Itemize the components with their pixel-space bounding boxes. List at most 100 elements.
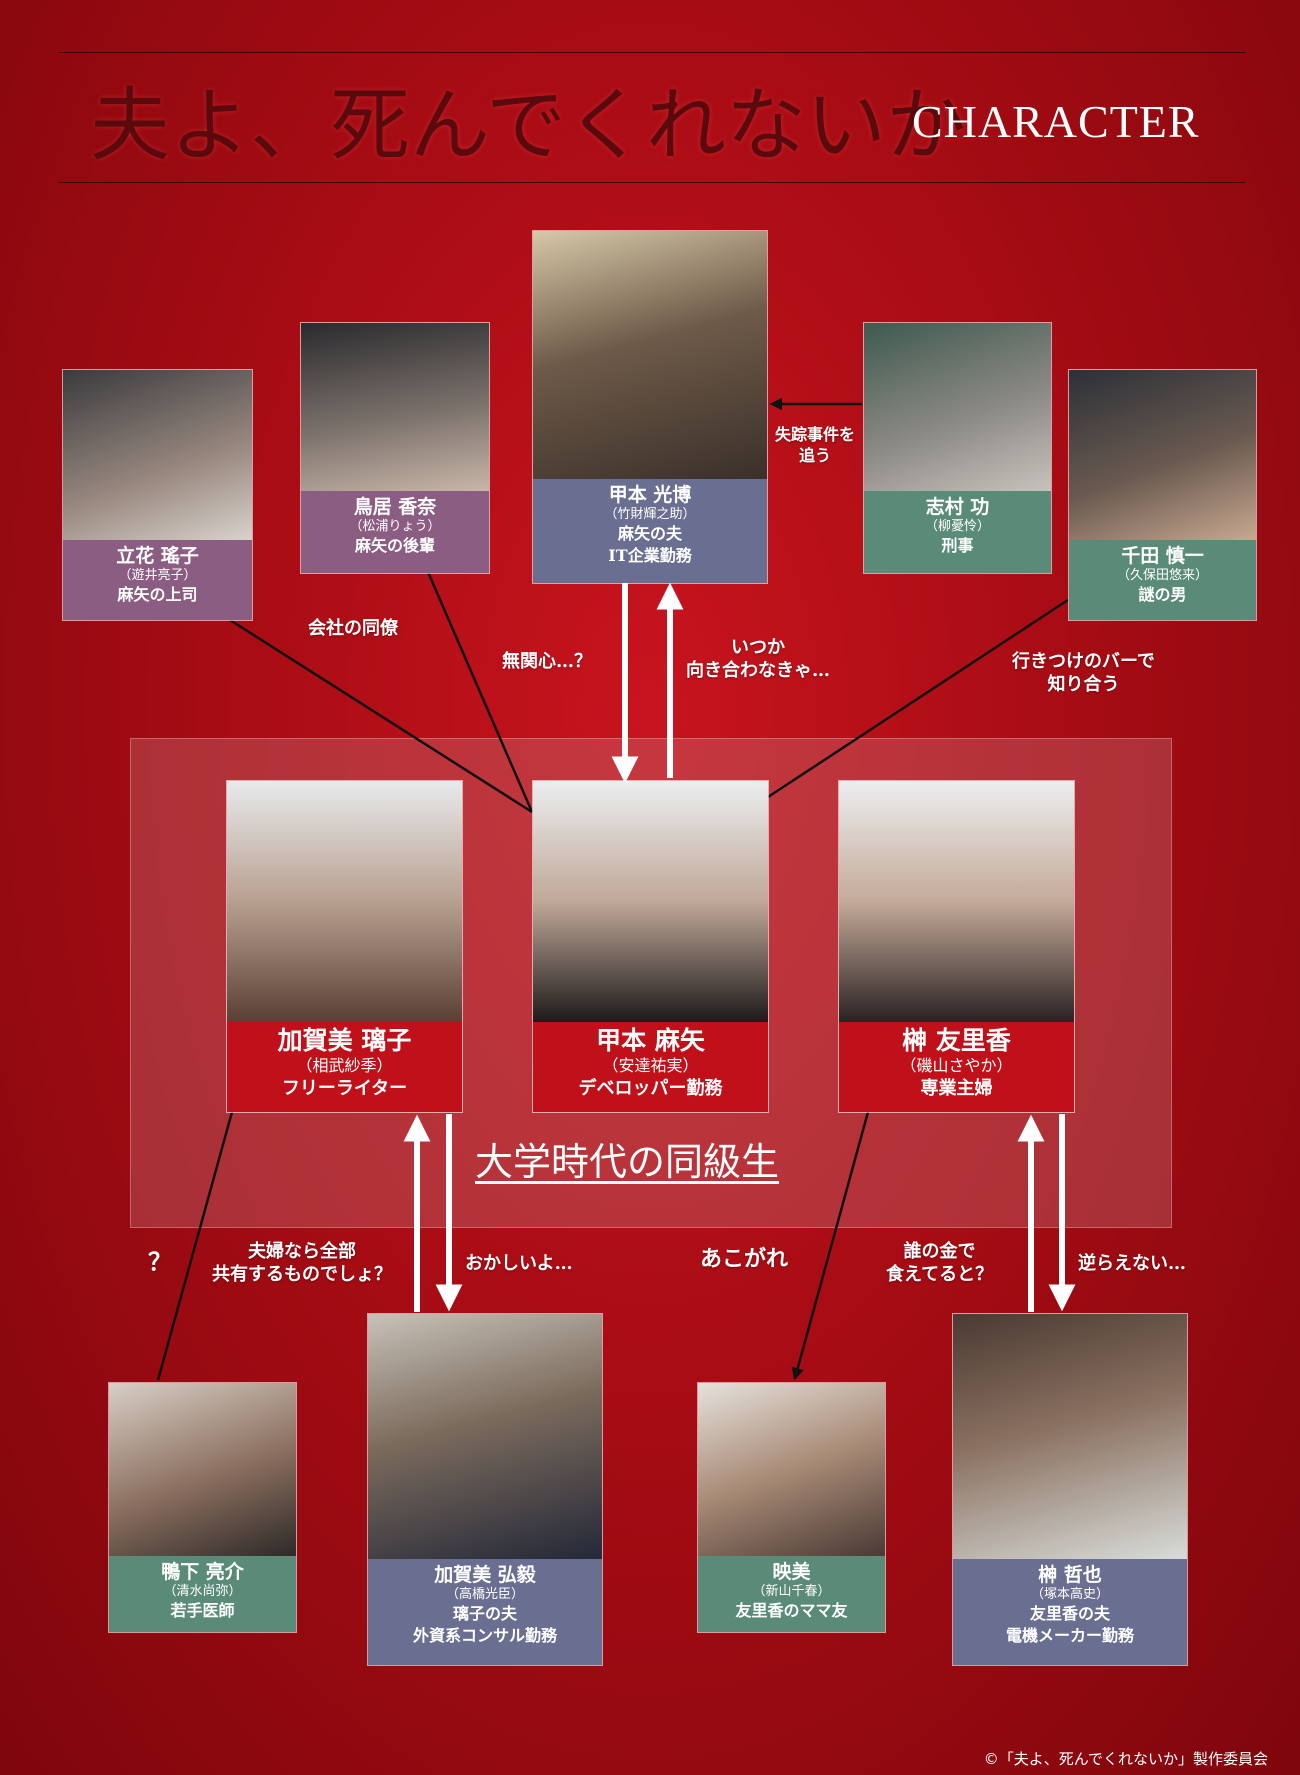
- rel-itsuka-line1: いつか: [731, 637, 785, 658]
- photo-shimura: [864, 323, 1051, 491]
- rel-shissou: 失踪事件を 追う: [775, 424, 855, 466]
- photo-torii: [301, 323, 489, 491]
- rel-shissou-line2: 追う: [799, 446, 832, 465]
- caption-sakaki-tetsuya: 榊 哲也 （塚本高史） 友里香の夫 電機メーカー勤務: [953, 1559, 1187, 1665]
- card-emi: 映美 （新山千春） 友里香のママ友: [697, 1382, 886, 1633]
- role-tachibana: 麻矢の上司: [117, 585, 198, 604]
- card-tachibana: 立花 瑤子 （遊井亮子） 麻矢の上司: [62, 369, 253, 621]
- rel-dare-line1: 誰の金で: [903, 1241, 976, 1262]
- rel-company-colleague: 会社の同僚: [308, 618, 398, 639]
- name-sakaki-tetsuya: 榊 哲也: [1038, 1564, 1102, 1586]
- name-kohmoto-maya: 甲本 麻矢: [596, 1026, 705, 1055]
- photo-sakaki-tetsuya: [953, 1314, 1187, 1559]
- card-sakaki-yurika: 榊 友里香 （磯山さやか） 専業主婦: [838, 780, 1075, 1113]
- name-kamoshita: 鴨下 亮介: [161, 1561, 244, 1583]
- top-divider: [59, 52, 1245, 53]
- actor-kamoshita: （清水尚弥）: [163, 1584, 242, 1599]
- rel-shissou-line1: 失踪事件を: [775, 425, 856, 444]
- rel-bar-line2: 知り合う: [1047, 674, 1120, 695]
- caption-kagami-ruiko: 加賀美 璃子 （相武紗季） フリーライター: [227, 1022, 462, 1112]
- photo-senda: [1069, 370, 1256, 540]
- caption-emi: 映美 （新山千春） 友里香のママ友: [698, 1556, 885, 1632]
- classmates-group-label: 大学時代の同級生: [475, 1140, 780, 1184]
- rel-bar-line1: 行きつけのバーで: [1012, 651, 1155, 672]
- page-subtitle: CHARACTER: [912, 96, 1200, 147]
- caption-senda: 千田 慎一 （久保田悠来） 謎の男: [1069, 540, 1256, 620]
- actor-kohmoto-maya: （安達祐実）: [602, 1056, 699, 1075]
- line-tachibana-maya: [229, 618, 533, 814]
- rel-dare-line2: 食えてると？: [886, 1264, 994, 1285]
- card-kohmoto-maya: 甲本 麻矢 （安達祐実） デベロッパー勤務: [532, 780, 769, 1113]
- rel-sakaraenai: 逆らえない…: [1078, 1253, 1186, 1274]
- copyright-notice: ©「夫よ、死んでくれないか」製作委員会: [983, 1750, 1268, 1768]
- role-kohmoto-mitsuhiro: 麻矢の夫: [617, 524, 682, 543]
- photo-kagami-hiroki: [368, 1314, 602, 1559]
- line-torii-maya: [426, 571, 534, 813]
- photo-emi: [698, 1383, 885, 1556]
- role-shimura: 刑事: [941, 536, 974, 555]
- actor-sakaki-tetsuya: （塚本高史）: [1030, 1587, 1109, 1602]
- name-senda: 千田 慎一: [1121, 545, 1204, 567]
- caption-shimura: 志村 功 （柳憂怜） 刑事: [864, 491, 1051, 573]
- page-title: 夫よ、死んでくれないか: [90, 79, 966, 172]
- card-torii: 鳥居 香奈 （松浦りょう） 麻矢の後輩: [300, 322, 490, 574]
- role-sakaki-tetsuya: 友里香の夫: [1029, 1604, 1110, 1623]
- name-emi: 映美: [772, 1561, 811, 1583]
- actor-torii: （松浦りょう）: [349, 519, 441, 534]
- role-kohmoto-maya: デベロッパー勤務: [578, 1078, 723, 1099]
- rel-fuufu-line1: 夫婦なら全部: [248, 1241, 356, 1262]
- actor-shimura: （柳憂怜）: [924, 519, 990, 534]
- photo-tachibana: [63, 370, 252, 540]
- role2-sakaki-tetsuya: 電機メーカー勤務: [1005, 1626, 1134, 1645]
- rel-fuufu-line2: 共有するものでしょ？: [212, 1264, 392, 1285]
- caption-kohmoto-mitsuhiro: 甲本 光博 （竹財輝之助） 麻矢の夫 IT企業勤務: [533, 479, 767, 583]
- photo-kamoshita: [109, 1383, 296, 1556]
- name-kagami-hiroki: 加賀美 弘毅: [434, 1564, 536, 1586]
- role-senda: 謎の男: [1138, 585, 1187, 604]
- role-kagami-hiroki: 璃子の夫: [452, 1604, 517, 1623]
- rel-mukanshin: 無関心…？: [502, 651, 592, 672]
- rel-akogare: あこがれ: [700, 1246, 789, 1272]
- name-torii: 鳥居 香奈: [353, 496, 437, 518]
- name-kohmoto-mitsuhiro: 甲本 光博: [608, 484, 692, 506]
- name-tachibana: 立花 瑤子: [116, 545, 199, 567]
- actor-kagami-ruiko: （相武紗季）: [296, 1056, 393, 1075]
- bottom-divider: [59, 182, 1245, 183]
- actor-sakaki-yurika: （磯山さやか）: [900, 1056, 1013, 1075]
- name-sakaki-yurika: 榊 友里香: [902, 1026, 1011, 1055]
- role-kamoshita: 若手医師: [170, 1601, 235, 1620]
- card-kagami-hiroki: 加賀美 弘毅 （高橋光臣） 璃子の夫 外資系コンサル勤務: [367, 1313, 603, 1666]
- rel-bar: 行きつけのバーで 知り合う: [1012, 650, 1155, 696]
- role-sakaki-yurika: 専業主婦: [920, 1078, 993, 1099]
- rel-itsuka-line2: 向き合わなきゃ…: [686, 660, 830, 681]
- role2-kagami-hiroki: 外資系コンサル勤務: [412, 1626, 557, 1645]
- caption-torii: 鳥居 香奈 （松浦りょう） 麻矢の後輩: [301, 491, 489, 573]
- card-kagami-ruiko: 加賀美 璃子 （相武紗季） フリーライター: [226, 780, 463, 1113]
- photo-sakaki-yurika: [839, 781, 1074, 1022]
- role-torii: 麻矢の後輩: [354, 536, 435, 555]
- actor-tachibana: （遊井亮子）: [118, 568, 197, 583]
- name-kagami-ruiko: 加賀美 璃子: [277, 1026, 412, 1055]
- role2-kohmoto-mitsuhiro: IT企業勤務: [608, 546, 692, 565]
- arrow-yurika-emi: [791, 1111, 870, 1381]
- rel-dare: 誰の金で 食えてると？: [886, 1240, 993, 1286]
- actor-emi: （新山千春）: [752, 1584, 831, 1599]
- card-kamoshita: 鴨下 亮介 （清水尚弥） 若手医師: [108, 1382, 297, 1633]
- rel-okashii: おかしいよ…: [465, 1253, 573, 1274]
- actor-kagami-hiroki: （高橋光臣）: [445, 1587, 524, 1602]
- actor-senda: （久保田悠来）: [1116, 568, 1208, 583]
- rel-question: ？: [148, 1247, 172, 1276]
- caption-sakaki-yurika: 榊 友里香 （磯山さやか） 専業主婦: [839, 1022, 1074, 1112]
- caption-kagami-hiroki: 加賀美 弘毅 （高橋光臣） 璃子の夫 外資系コンサル勤務: [368, 1559, 602, 1665]
- line-senda-maya: [767, 598, 1069, 799]
- caption-kohmoto-maya: 甲本 麻矢 （安達祐実） デベロッパー勤務: [533, 1022, 768, 1112]
- role-emi: 友里香のママ友: [735, 1601, 848, 1620]
- rel-fuufu: 夫婦なら全部 共有するものでしょ？: [212, 1240, 392, 1286]
- caption-tachibana: 立花 瑤子 （遊井亮子） 麻矢の上司: [63, 540, 252, 620]
- card-shimura: 志村 功 （柳憂怜） 刑事: [863, 322, 1052, 574]
- card-senda: 千田 慎一 （久保田悠来） 謎の男: [1068, 369, 1257, 621]
- rel-itsuka: いつか 向き合わなきゃ…: [686, 636, 830, 682]
- photo-kohmoto-mitsuhiro: [533, 231, 767, 479]
